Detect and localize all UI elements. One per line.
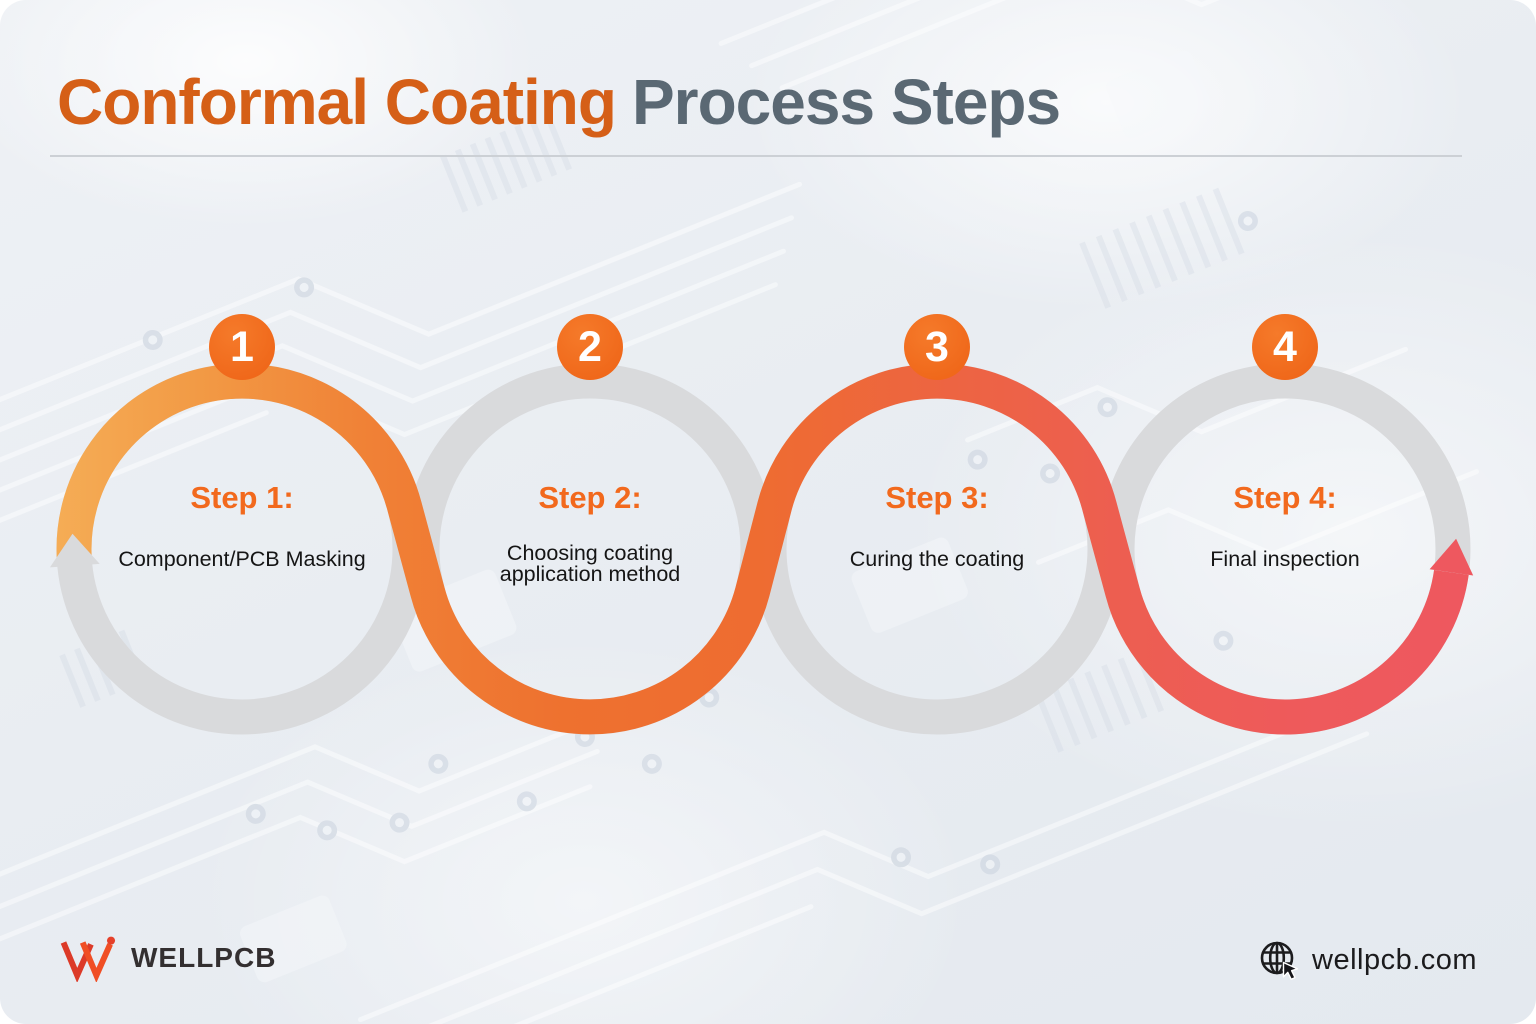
step-label-1: Step 1: <box>190 480 294 515</box>
step-label-4: Step 4: <box>1233 480 1337 515</box>
title-primary: Conformal Coating <box>57 66 617 138</box>
brand-name: WELLPCB <box>131 942 277 973</box>
title-divider <box>50 155 1462 157</box>
step-badge-4: 4 <box>1252 314 1318 380</box>
step-label-3: Step 3: <box>885 480 989 515</box>
step-description-2: Choosing coating application method <box>499 541 681 586</box>
w-logo-icon <box>60 936 116 982</box>
step-description-1: Component/PCB Masking <box>118 547 366 571</box>
title-secondary: Process Steps <box>631 66 1061 138</box>
wave-arrow-head <box>1429 538 1474 576</box>
website-link[interactable]: wellpcb.com <box>1258 938 1477 982</box>
step-description-4: Final inspection <box>1210 547 1360 571</box>
step-description-3: Curing the coating <box>849 547 1025 571</box>
wave-path <box>56 363 1469 735</box>
step-badge-2: 2 <box>557 314 623 380</box>
step-badge-1: 1 <box>209 314 275 380</box>
brand-logo: WELLPCB <box>58 934 276 982</box>
step-label-2: Step 2: <box>538 480 642 515</box>
step-badge-3: 3 <box>904 314 970 380</box>
website-text: wellpcb.com <box>1312 943 1478 976</box>
wave-arrow-tail <box>49 533 100 568</box>
globe-cursor-icon <box>1260 941 1299 980</box>
